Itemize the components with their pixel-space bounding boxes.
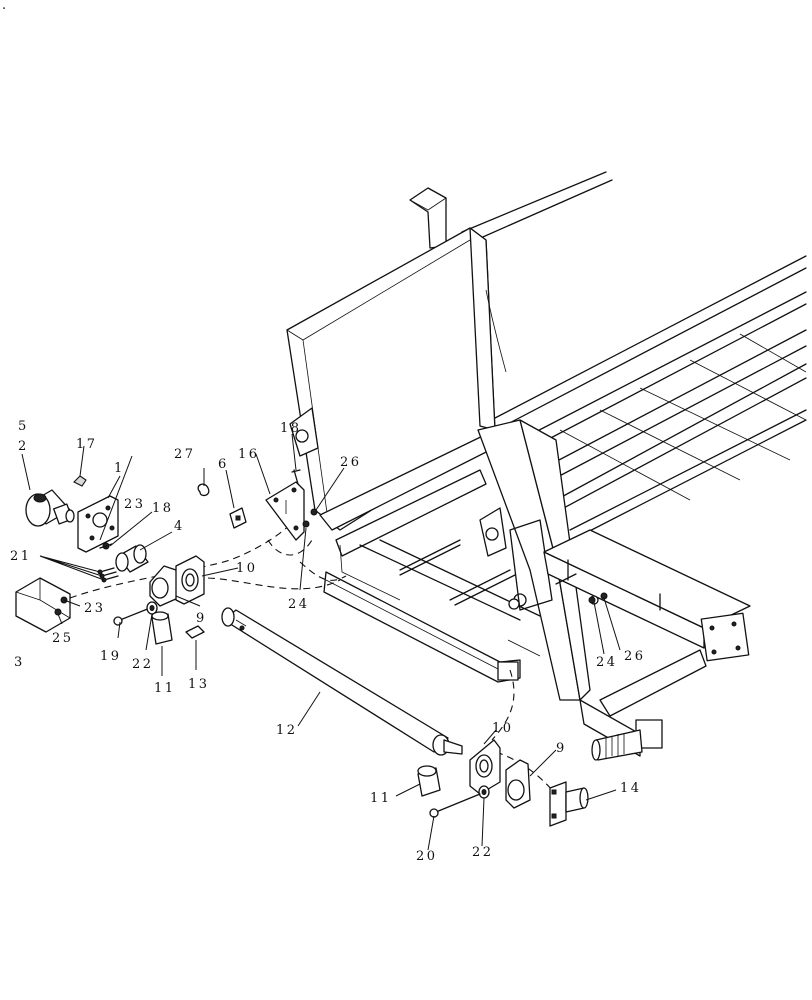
callout-21: 21 [10, 549, 32, 564]
callout-22-upper: 22 [132, 657, 154, 672]
callout-16: 16 [238, 447, 260, 462]
callout-12: 12 [276, 723, 298, 738]
bracket-16 [265, 481, 305, 541]
callout-26-upper: 26 [340, 455, 362, 470]
callout-4: 4 [174, 519, 185, 534]
callout-9-lower: 9 [556, 741, 567, 756]
key-17 [73, 475, 87, 487]
bolt-20 [429, 793, 481, 818]
callout-3: 3 [14, 655, 25, 670]
callout-2: 2 [18, 439, 29, 454]
callout-23-lower: 23 [84, 601, 106, 616]
bearing-housing-9-lower [505, 759, 531, 809]
bushing-11-upper [151, 611, 173, 645]
callout-10-lower: 10 [492, 721, 514, 736]
bearing-housing-9-upper [149, 565, 179, 607]
nut-26-upper [310, 508, 318, 516]
callout-6: 6 [218, 457, 229, 472]
bolt-19 [113, 607, 151, 626]
callout-24-upper: 24 [288, 597, 310, 612]
callout-5: 5 [18, 419, 29, 434]
flange-10-lower [469, 739, 501, 795]
mount-plate-1 [77, 495, 119, 553]
key-13 [185, 625, 205, 639]
callout-18-left: 18 [152, 501, 174, 516]
callout-20: 20 [416, 849, 438, 864]
coupler-4 [115, 544, 149, 573]
nut-24-lower [588, 596, 596, 604]
callout-13: 13 [188, 677, 210, 692]
bushing-11-lower [417, 765, 441, 797]
callout-19: 19 [100, 649, 122, 664]
callout-27: 27 [174, 447, 196, 462]
spring-clip-27 [197, 483, 210, 497]
shield-3 [15, 577, 71, 633]
callout-24-lower: 24 [596, 655, 618, 670]
callout-11-lower: 11 [370, 791, 392, 806]
bolts-21 [97, 567, 119, 583]
callout-labels: 5 2 17 1 23 18 4 21 23 25 3 27 6 16 18 2… [10, 419, 646, 864]
callout-1: 1 [114, 461, 125, 476]
nut-24-upper [302, 520, 310, 528]
roller-12 [221, 607, 463, 756]
flange-10-upper [175, 555, 205, 605]
callout-25: 25 [52, 631, 74, 646]
callout-22-lower: 22 [472, 845, 494, 860]
leader-lines [21, 433, 621, 851]
end-cap-14 [549, 781, 589, 827]
callout-14: 14 [620, 781, 642, 796]
callout-17: 17 [76, 437, 98, 452]
washer-22-lower [478, 785, 490, 799]
washer-22-upper [146, 601, 158, 615]
callout-9-upper: 9 [196, 611, 207, 626]
corner-mark: . [2, 0, 9, 13]
hydraulic-motor [25, 489, 75, 527]
frame-assembly [286, 171, 807, 761]
callout-23-upper: 23 [124, 497, 146, 512]
callout-26-lower: 26 [624, 649, 646, 664]
callout-11-upper: 11 [154, 681, 176, 696]
square-plate-6 [229, 507, 247, 529]
bolt-18-upper [291, 469, 301, 485]
callout-18-right: 18 [280, 421, 302, 436]
nut-23-upper [99, 542, 113, 550]
callout-10-upper: 10 [236, 561, 258, 576]
